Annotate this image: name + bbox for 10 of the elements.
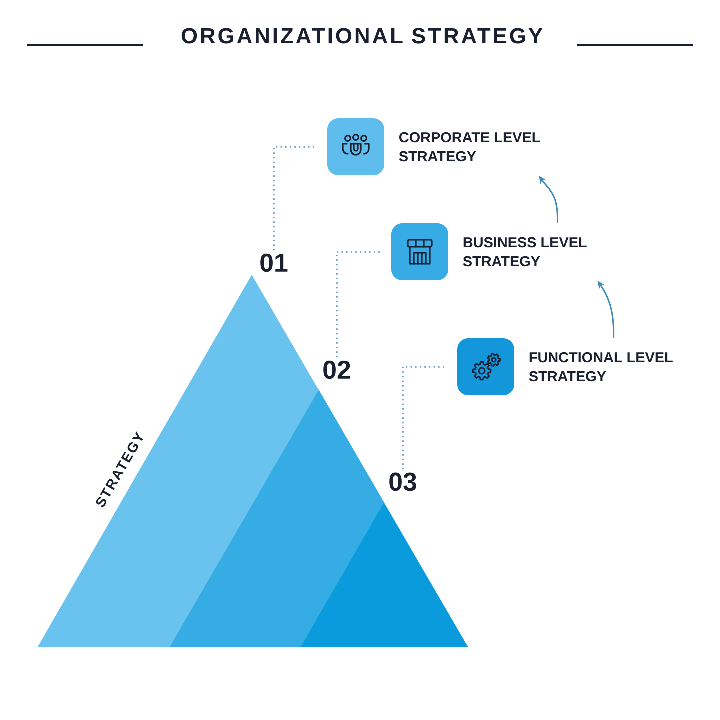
leader-line <box>273 146 318 251</box>
step-number: 01 <box>260 254 288 272</box>
level-heading: CORPORATE LEVEL STRATEGY <box>399 132 540 162</box>
level-heading: FUNCTIONAL LEVEL STRATEGY <box>529 352 673 382</box>
step-number: 02 <box>324 360 350 380</box>
leader-line <box>402 366 448 470</box>
step-number: 03 <box>390 472 416 492</box>
title: ORGANIZATIONAL STRATEGY <box>182 28 543 44</box>
leader-line <box>336 251 382 358</box>
level-heading: BUSINESS LEVEL STRATEGY <box>463 237 587 267</box>
